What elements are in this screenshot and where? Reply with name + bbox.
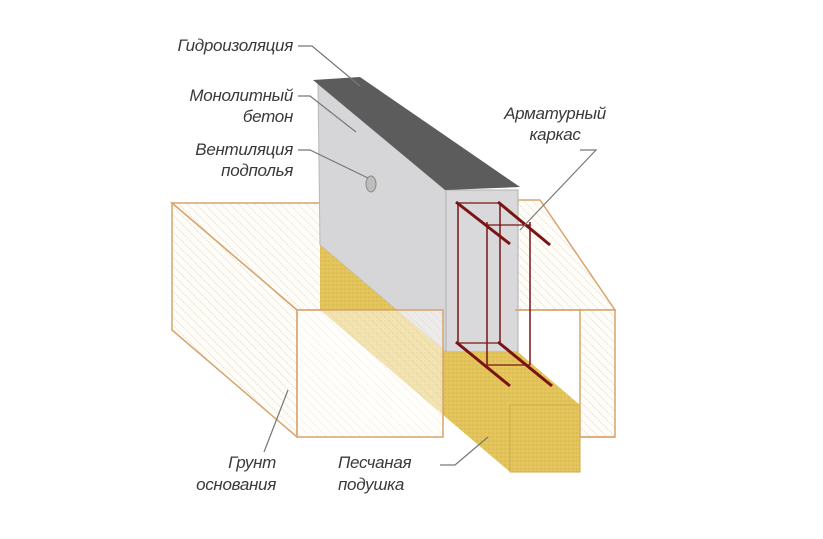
sand-cushion-top [443, 352, 580, 405]
label-vent-line1: Вентиляция [195, 140, 293, 159]
label-concrete-line2: бетон [242, 107, 293, 126]
vent-hole-icon [365, 175, 377, 193]
soil-block-left-front [296, 309, 444, 438]
label-sand-line2: подушка [338, 475, 405, 494]
leader-lines [263, 45, 598, 466]
label-sand-line1: Песчаная [338, 453, 412, 472]
label-rebar-line2: каркас [529, 125, 581, 144]
rebar-cage [455, 200, 553, 388]
label-soil-line2: основания [196, 475, 276, 494]
sand-cushion-front [509, 404, 581, 473]
label-rebar-line1: Арматурный [504, 104, 606, 123]
concrete-wall-front [445, 189, 519, 353]
label-vent-line2: подполья [221, 161, 293, 180]
waterproofing-layer [313, 77, 520, 190]
label-waterproofing: Гидроизоляция [177, 36, 293, 55]
label-soil-line1: Грунт [228, 453, 276, 472]
soil-block-right-front [579, 309, 616, 438]
label-concrete-line1: Монолитный [189, 86, 293, 105]
